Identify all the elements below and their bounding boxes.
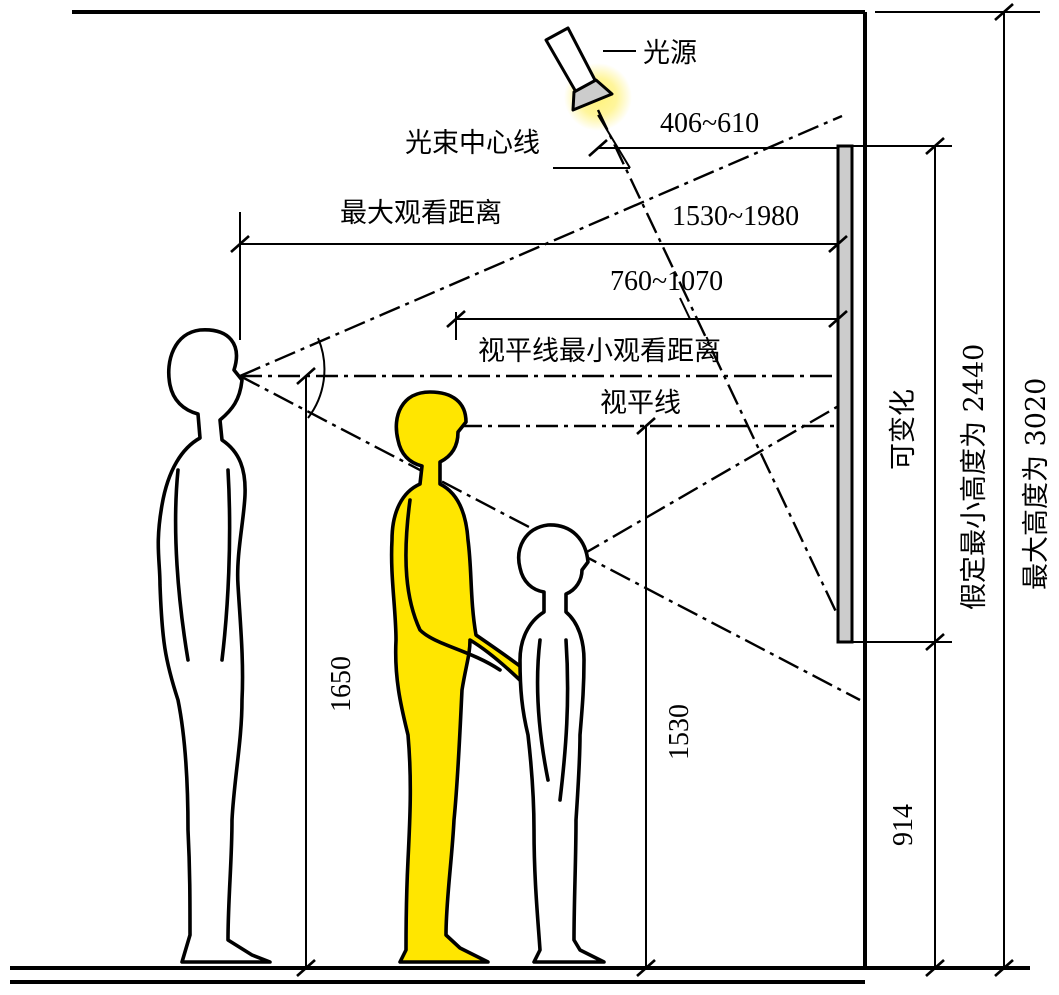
min-distance-leader — [679, 297, 691, 320]
beam-label-leader — [597, 114, 631, 169]
dim-tick — [925, 633, 945, 651]
assumed-min-height-label: 假定最小高度为 2440 — [959, 344, 990, 610]
dim-tick — [296, 367, 316, 385]
beam-center-label: 光束中心线 — [405, 128, 540, 159]
light-offset-dim: 406~610 — [660, 108, 759, 139]
dim-tick — [994, 959, 1014, 977]
dim-tick — [925, 137, 945, 155]
woman-figure — [389, 390, 550, 964]
dim-tick — [446, 310, 466, 328]
max-distance-dim: 1530~1980 — [672, 201, 799, 232]
bottom-height-dim: 914 — [888, 804, 919, 846]
child-sight-line — [579, 402, 843, 558]
dim-tick — [296, 959, 316, 977]
child-arm-contour — [535, 638, 570, 802]
adult-figure — [156, 328, 272, 964]
viewing-angle-arc — [307, 337, 326, 419]
dim-tick — [828, 235, 848, 253]
dim-tick — [925, 959, 945, 977]
child-figure — [517, 523, 606, 964]
adult-eye-height-dim: 1650 — [326, 656, 357, 712]
max-height-label: 最大高度为 3020 — [1021, 378, 1052, 590]
adult-arm-contour — [173, 468, 232, 662]
min-distance-dim: 760~1070 — [610, 266, 723, 297]
eye-level-label: 视平线 — [600, 388, 681, 419]
display-panel — [836, 144, 854, 644]
upper-sight-line — [239, 114, 843, 378]
beam-center-line — [596, 109, 840, 617]
woman-arm-contour — [404, 498, 502, 672]
dim-tick — [828, 310, 848, 328]
max-viewing-distance-label: 最大观看距离 — [340, 198, 502, 229]
dim-tick — [588, 139, 608, 157]
min-viewing-distance-label: 视平线最小观看距离 — [478, 336, 721, 367]
light-source-label: 光源 — [643, 38, 697, 69]
light-source-icon — [544, 26, 632, 131]
variable-label: 可变化 — [888, 389, 919, 470]
eye-level-height-dim: 1530 — [664, 704, 695, 760]
dim-tick — [994, 3, 1014, 21]
dim-tick — [230, 235, 250, 253]
dim-tick — [636, 417, 656, 435]
dim-tick — [636, 959, 656, 977]
